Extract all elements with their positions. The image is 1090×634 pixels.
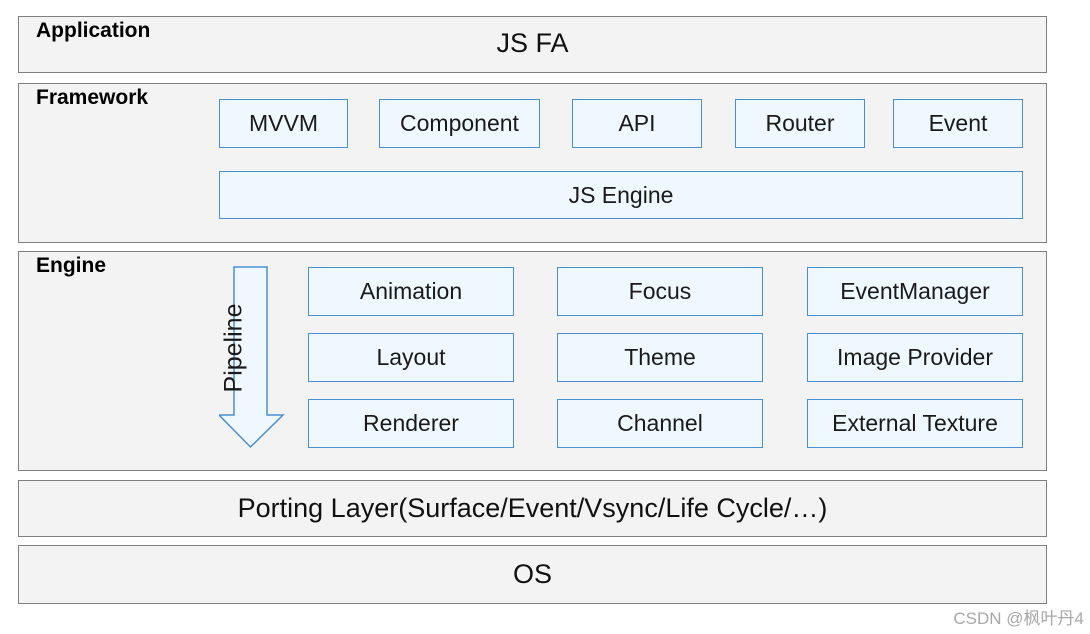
engine-module-eventmanager: EventManager: [807, 267, 1023, 316]
engine-module-focus: Focus: [557, 267, 763, 316]
os-title: OS: [512, 559, 552, 589]
framework-module-component: Component: [379, 99, 540, 148]
engine-module-layout: Layout: [308, 333, 514, 382]
engine-layer: Engine Animation Focus EventManager Layo…: [18, 251, 1047, 471]
engine-module-renderer: Renderer: [308, 399, 514, 448]
watermark: CSDN @枫叶丹4: [953, 609, 1084, 628]
js-engine-box: JS Engine: [219, 171, 1023, 219]
engine-label: Engine: [36, 254, 107, 277]
porting-layer-title: Porting Layer(Surface/Event/Vsync/Life C…: [237, 493, 828, 523]
application-label: Application: [36, 19, 151, 42]
js-fa-title: JS FA: [496, 28, 569, 58]
framework-module-event: Event: [893, 99, 1023, 148]
engine-module-external-texture: External Texture: [807, 399, 1023, 448]
engine-module-channel: Channel: [557, 399, 763, 448]
framework-module-mvvm: MVVM: [219, 99, 348, 148]
framework-module-router: Router: [735, 99, 865, 148]
pipeline-label: Pipeline: [219, 303, 248, 393]
os-layer: OS: [18, 545, 1047, 604]
engine-module-animation: Animation: [308, 267, 514, 316]
engine-module-theme: Theme: [557, 333, 763, 382]
framework-layer: Framework MVVM Component API Router Even…: [18, 83, 1047, 243]
engine-module-image-provider: Image Provider: [807, 333, 1023, 382]
pipeline-arrow: [219, 266, 285, 449]
application-layer: Application JS FA: [18, 16, 1047, 73]
framework-module-api: API: [572, 99, 702, 148]
framework-label: Framework: [36, 86, 149, 109]
porting-layer: Porting Layer(Surface/Event/Vsync/Life C…: [18, 480, 1047, 537]
pipeline-arrow-shape: [219, 266, 285, 449]
